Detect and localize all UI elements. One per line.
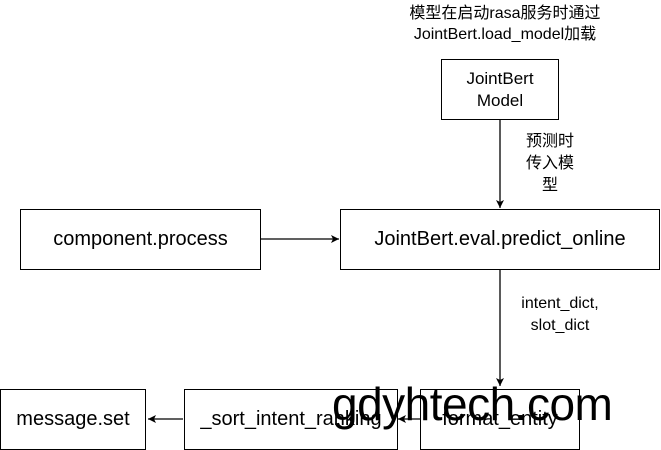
node-format-entity: format_entity — [420, 389, 580, 450]
edge-label-model-line-3: 型 — [541, 177, 558, 194]
node-component-process: component.process — [20, 209, 261, 270]
node-jointbert-model-line-1: JointBert — [466, 68, 534, 88]
top-note-line-1: 模型在启动rasa服务时通过 — [409, 5, 601, 22]
node-format-entity-label: format_entity — [442, 408, 558, 430]
node-message-set-label: message.set — [16, 408, 130, 430]
edge-label-model-line-2: 传入模 — [525, 155, 574, 172]
node-predict-online: JointBert.eval.predict_online — [340, 209, 660, 270]
top-note-line-2: JointBert.load_model加载 — [413, 26, 597, 43]
node-predict-online-label: JointBert.eval.predict_online — [374, 228, 626, 250]
node-message-set: message.set — [0, 389, 146, 450]
edge-label-model-line-1: 预测时 — [525, 133, 574, 150]
edge-label-model-to-predict: 预测时 传入模 型 — [508, 131, 592, 197]
watermark: gdyhtech.com — [332, 378, 613, 430]
node-jointbert-model-line-2: Model — [476, 90, 524, 110]
node-component-process-label: component.process — [53, 228, 228, 250]
edge-label-predict-line-2: slot_dict — [530, 317, 590, 334]
node-sort-intent-ranking: _sort_intent_ranking — [184, 389, 398, 450]
edge-label-predict-line-1: intent_dict, — [521, 295, 599, 312]
edge-label-predict-to-format: intent_dict, slot_dict — [500, 293, 620, 337]
node-sort-intent-ranking-label: _sort_intent_ranking — [200, 408, 382, 430]
top-note: 模型在启动rasa服务时通过 JointBert.load_model加载 — [360, 3, 650, 45]
node-jointbert-model: JointBert Model — [441, 59, 559, 120]
